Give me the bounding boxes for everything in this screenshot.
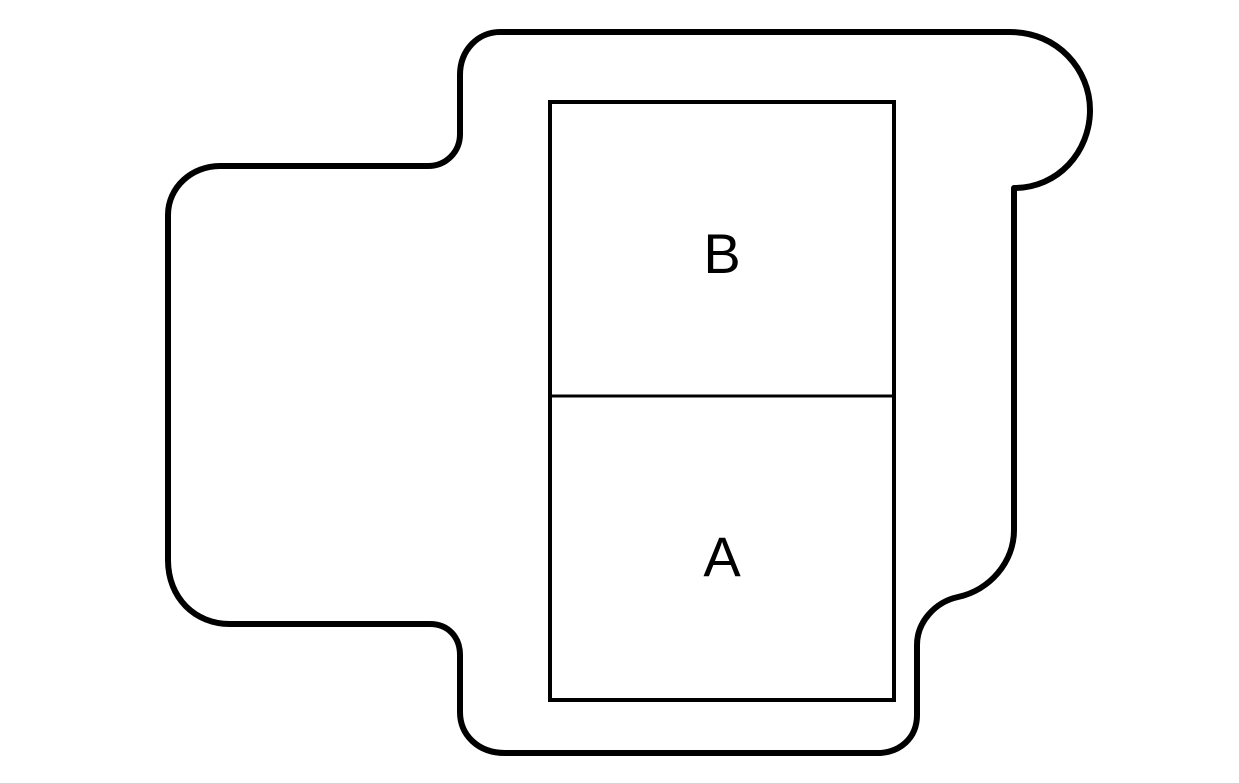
- connector-housing-outline: [165, 29, 1093, 756]
- cavity-label-a: A: [703, 525, 741, 588]
- cavity-frame: [548, 100, 896, 702]
- cavity-label-b: B: [703, 222, 740, 285]
